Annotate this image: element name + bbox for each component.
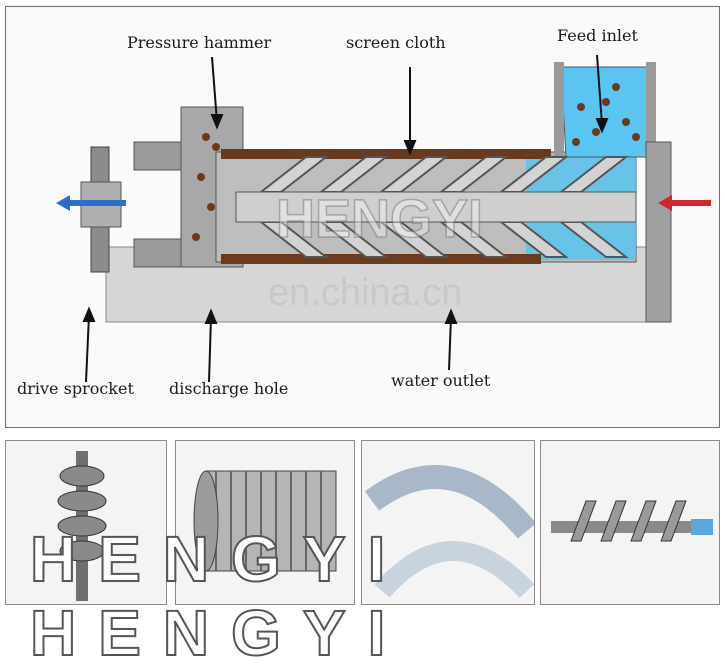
main-diagram: HENGYI Pressure hammer screen cloth Feed… [5,6,720,428]
hose-coil-icon [364,465,534,598]
label-drive-sprocket: drive sprocket [17,379,134,398]
screw-press-illustration: HENGYI [56,54,711,383]
spiral-screw-icon [551,500,713,542]
screen-drum-icon [193,470,337,572]
label-discharge-hole: discharge hole [169,379,289,398]
brand-watermark-bottom: HENGYI HENGYI [29,522,408,670]
thumbnail-strip [5,440,720,605]
site-watermark: en.china.cn [268,272,463,314]
thumb-screw-shaft [5,440,167,605]
brand-watermark-top: HENGYI [276,189,483,249]
thumb-spiral-screw [540,440,720,605]
label-feed-inlet: Feed inlet [557,26,638,45]
label-pressure-hammer: Pressure hammer [127,33,272,52]
label-water-outlet: water outlet [391,371,491,390]
label-screen-cloth: screen cloth [346,33,446,52]
thumb-hose-coil [361,440,535,605]
thumb-screen-drum [175,440,355,605]
screw-shaft-icon [57,451,107,601]
